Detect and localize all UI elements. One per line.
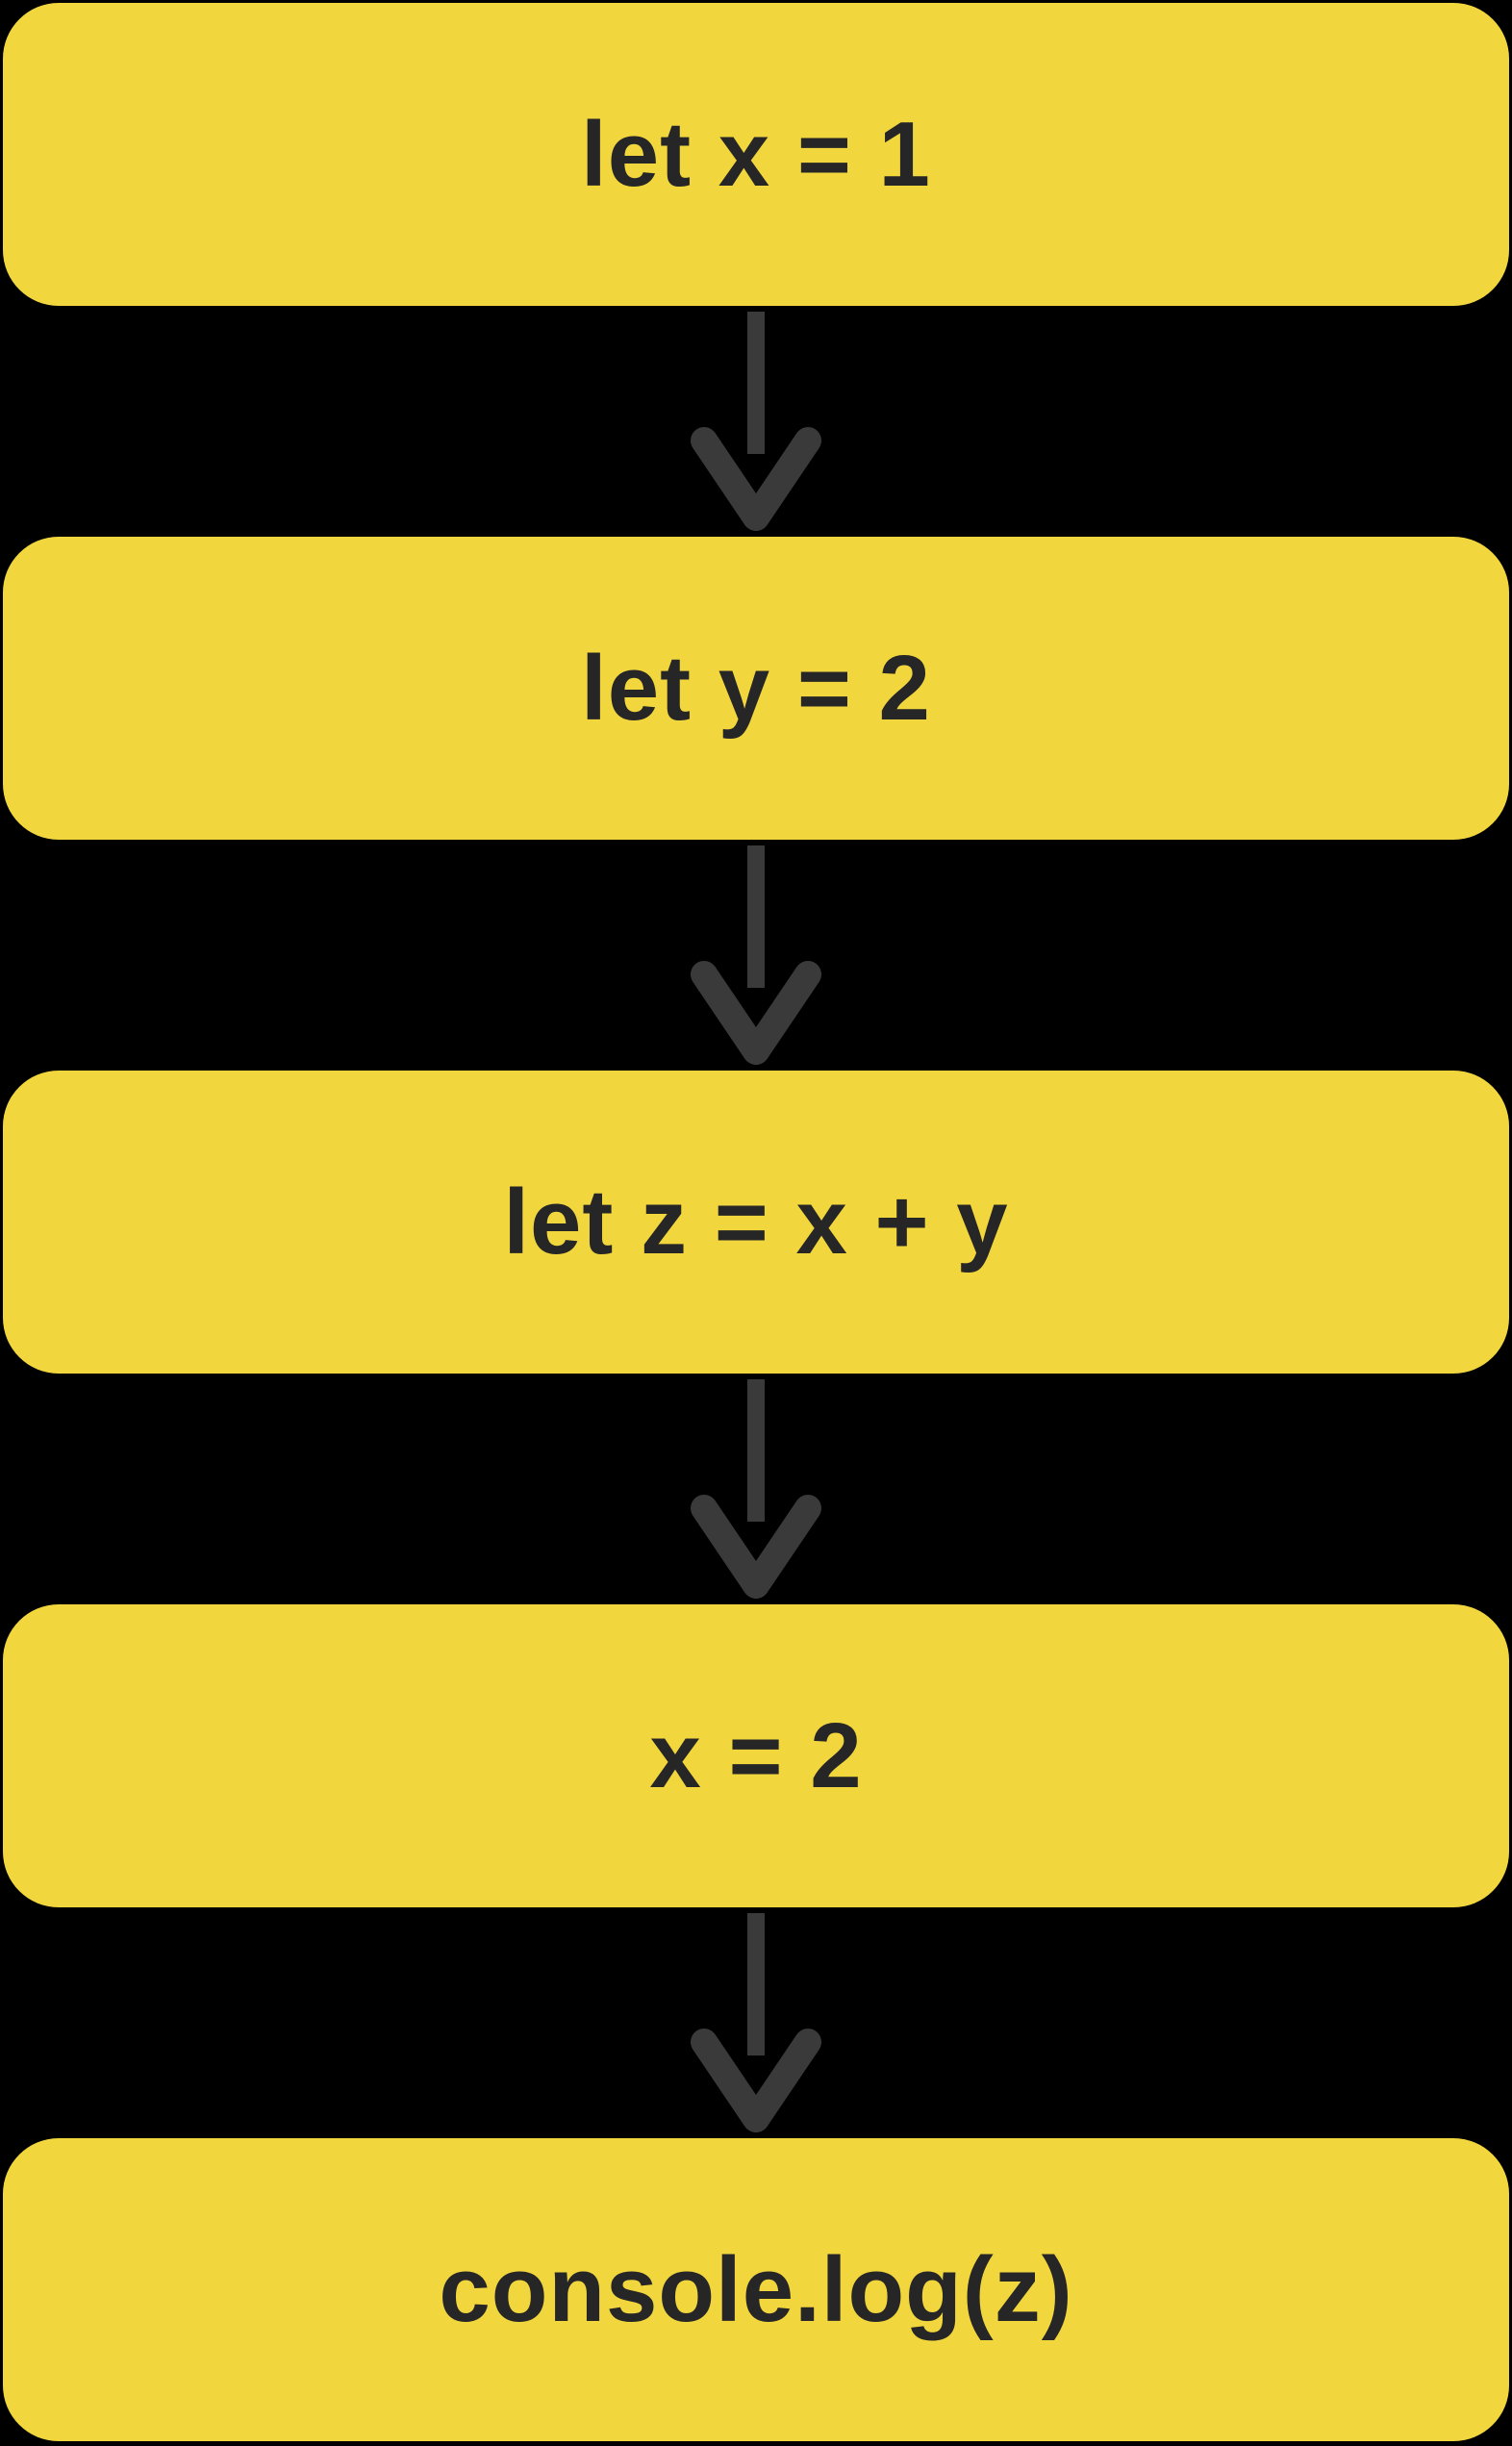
flow-node-console-log: console.log(z)	[3, 2138, 1509, 2441]
flow-node-label: let y = 2	[581, 636, 931, 740]
flow-node-label: x = 2	[649, 1703, 863, 1807]
flow-node-label: let z = x + y	[503, 1170, 1009, 1273]
flow-node-let-x: let x = 1	[3, 3, 1509, 306]
flow-node-let-y: let y = 2	[3, 537, 1509, 840]
down-arrow-icon	[691, 312, 821, 531]
flow-node-let-z: let z = x + y	[3, 1071, 1509, 1374]
flow-node-label: console.log(z)	[439, 2237, 1073, 2341]
down-arrow-icon	[691, 845, 821, 1065]
flow-node-label: let x = 1	[581, 102, 931, 206]
flow-node-x-assign: x = 2	[3, 1604, 1509, 1907]
down-arrow-icon	[691, 1379, 821, 1599]
down-arrow-icon	[691, 1913, 821, 2132]
